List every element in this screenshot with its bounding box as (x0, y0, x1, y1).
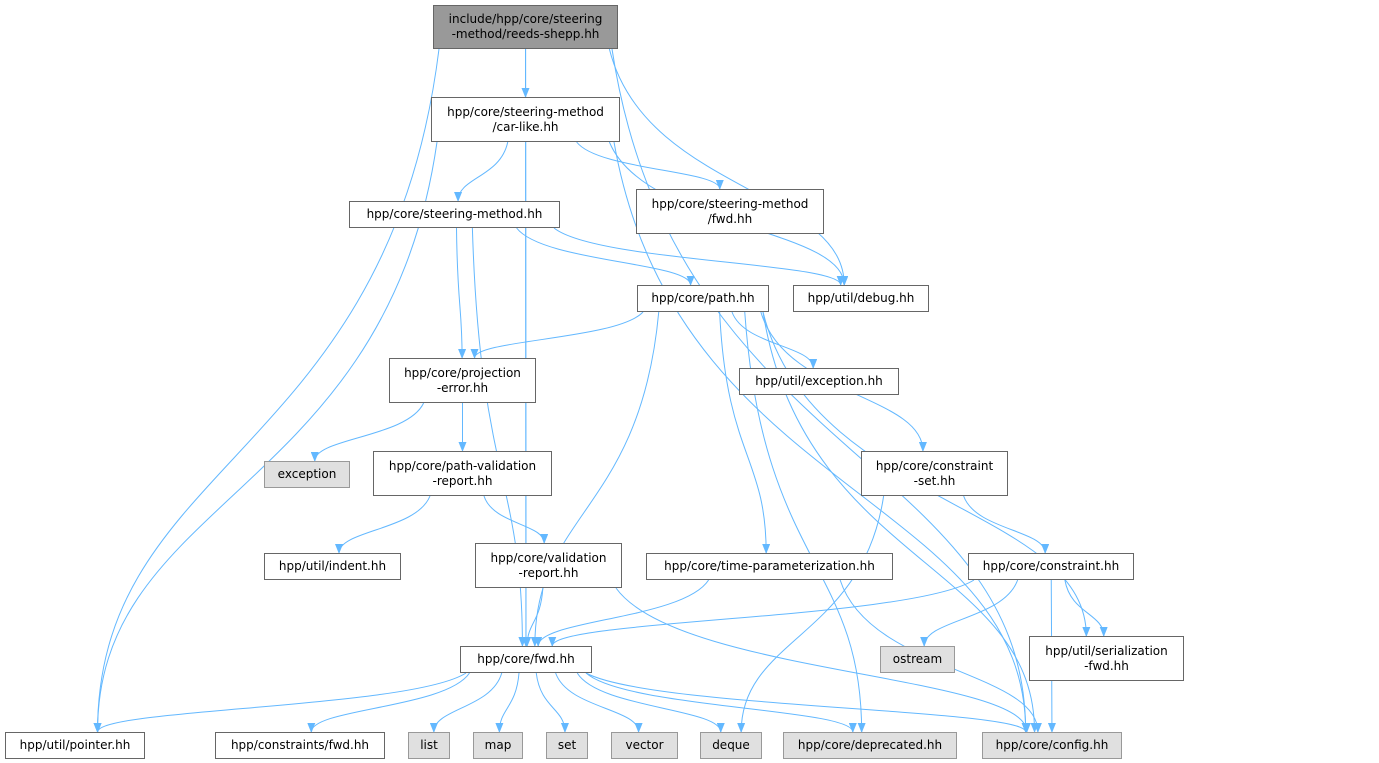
node-label-line: /car-like.hh (492, 119, 559, 134)
node-label-line: hpp/core/validation (490, 550, 607, 565)
node-constraint[interactable]: hpp/core/constraint.hh (968, 553, 1134, 580)
node-label-line: hpp/core/path.hh (651, 291, 755, 305)
edge-fwd-to-config (585, 672, 1030, 733)
node-car-like[interactable]: hpp/core/steering-method/car-like.hh (431, 97, 620, 142)
node-label-line: -method/reeds-shepp.hh (451, 27, 600, 41)
node-util-exception[interactable]: hpp/util/exception.hh (739, 368, 899, 395)
node-label-line: -report.hh (518, 565, 579, 580)
edge-constraint-to-fwd (548, 579, 975, 647)
edge-path-to-timep (719, 311, 771, 554)
node-label-line: -fwd.hh (1084, 658, 1129, 673)
node-serialization-fwd[interactable]: hpp/util/serialization-fwd.hh (1029, 636, 1184, 681)
node-label-line: hpp/core/path-validation (388, 458, 537, 473)
edge-pvr-to-indent (335, 495, 431, 554)
edge-carlike-to-smfwd (576, 141, 724, 190)
edge-fwd-to-deque (576, 672, 725, 733)
node-label-line: ostream (892, 652, 943, 666)
node-label-line: hpp/util/indent.hh (278, 559, 387, 573)
edge-pvr-to-vr (483, 495, 549, 544)
node-path-validation-report[interactable]: hpp/core/path-validation-report.hh (373, 451, 552, 496)
node-label-line: exception (277, 467, 337, 481)
node-label-line: hpp/core/fwd.hh (477, 652, 575, 666)
edge-fwd-to-set (535, 672, 569, 733)
node-config[interactable]: hpp/core/config.hh (982, 732, 1122, 759)
edge-timep-to-fwd (534, 579, 710, 647)
node-util-indent[interactable]: hpp/util/indent.hh (264, 553, 401, 580)
node-std-ostream[interactable]: ostream (880, 646, 955, 673)
edge-path-to-config (762, 311, 1039, 733)
edge-root-to-pointer (93, 48, 440, 733)
node-util-pointer[interactable]: hpp/util/pointer.hh (5, 732, 145, 759)
edge-fwd-to-pointer (93, 672, 467, 733)
node-std-deque[interactable]: deque (700, 732, 762, 759)
node-label-line: hpp/util/debug.hh (807, 291, 915, 305)
node-label-line: hpp/core/steering-method (447, 104, 604, 119)
node-label-line: hpp/constraints/fwd.hh (230, 738, 370, 752)
node-std-vector[interactable]: vector (611, 732, 678, 759)
edge-constraint-to-ostream (920, 579, 1019, 647)
node-time-parameterization[interactable]: hpp/core/time-parameterization.hh (646, 553, 893, 580)
edge-cset-to-constraint (963, 495, 1050, 554)
edge-cset-to-deque (737, 495, 885, 733)
node-deprecated[interactable]: hpp/core/deprecated.hh (783, 732, 957, 759)
edge-vr-to-fwd (523, 587, 544, 647)
node-steering-method[interactable]: hpp/core/steering-method.hh (349, 201, 560, 228)
node-label-line: hpp/util/exception.hh (755, 374, 883, 388)
node-label-line: hpp/core/steering-method.hh (366, 207, 543, 221)
edge-path-to-fwd (530, 311, 660, 647)
edge-path-to-utilexc (731, 311, 818, 369)
edge-fwd-to-list (429, 672, 503, 733)
edge-fwd-to-vector (555, 672, 643, 733)
node-std-exception[interactable]: exception (264, 461, 350, 488)
node-label-line: list (420, 738, 438, 752)
node-std-map[interactable]: map (473, 732, 523, 759)
node-label-line: hpp/core/deprecated.hh (797, 738, 943, 752)
edge-fwd-to-map (495, 672, 520, 733)
edge-carlike-to-config (613, 141, 1030, 733)
edge-carlike-to-sm (454, 141, 509, 202)
node-label-line: hpp/core/time-parameterization.hh (664, 559, 875, 573)
node-label-line: hpp/core/projection (404, 365, 521, 380)
node-path[interactable]: hpp/core/path.hh (637, 285, 769, 312)
edge-carlike-to-pointer (93, 141, 438, 733)
node-label-line: -set.hh (913, 473, 956, 488)
node-reeds-shepp-root[interactable]: include/hpp/core/steering-method/reeds-s… (433, 5, 618, 49)
edge-constraint-to-serfwd (1064, 579, 1108, 637)
node-label-line: hpp/core/constraint.hh (982, 559, 1120, 573)
node-label-line: deque (712, 738, 750, 752)
node-label-line: map (484, 738, 512, 752)
edge-root-to-debug (608, 48, 849, 286)
edge-path-to-projerr (470, 311, 644, 359)
edge-sm-to-projerr (456, 227, 467, 359)
node-std-set[interactable]: set (546, 732, 588, 759)
node-util-debug[interactable]: hpp/util/debug.hh (793, 285, 929, 312)
node-label-line: hpp/core/constraint (875, 458, 994, 473)
node-label-line: hpp/util/pointer.hh (19, 738, 131, 752)
node-label-line: hpp/util/serialization (1045, 643, 1168, 658)
node-label-line: set (557, 738, 577, 752)
edge-fwd-to-deprecated (585, 672, 857, 733)
node-constraints-fwd[interactable]: hpp/constraints/fwd.hh (215, 732, 385, 759)
node-constraint-set[interactable]: hpp/core/constraint-set.hh (861, 451, 1008, 496)
node-steering-method-fwd[interactable]: hpp/core/steering-method/fwd.hh (636, 189, 824, 234)
node-label-line: /fwd.hh (707, 211, 753, 226)
node-label-line: hpp/core/config.hh (995, 738, 1109, 752)
edge-sm-to-path (516, 227, 695, 286)
edge-projerr-to-exception (310, 402, 425, 462)
node-label-line: hpp/core/steering-method (651, 196, 809, 211)
node-label-line: vector (625, 738, 664, 752)
node-label-line: include/hpp/core/steering (448, 12, 603, 26)
edge-vr-to-config (615, 587, 1031, 733)
node-validation-report[interactable]: hpp/core/validation-report.hh (475, 543, 622, 588)
edge-sm-to-debug (553, 227, 845, 286)
node-label-line: -report.hh (432, 473, 493, 488)
node-projection-error[interactable]: hpp/core/projection-error.hh (389, 358, 536, 403)
node-std-list[interactable]: list (408, 732, 450, 759)
node-label-line: -error.hh (436, 380, 489, 395)
node-core-fwd[interactable]: hpp/core/fwd.hh (460, 646, 592, 673)
edge-fwd-to-csfwd (307, 672, 470, 733)
